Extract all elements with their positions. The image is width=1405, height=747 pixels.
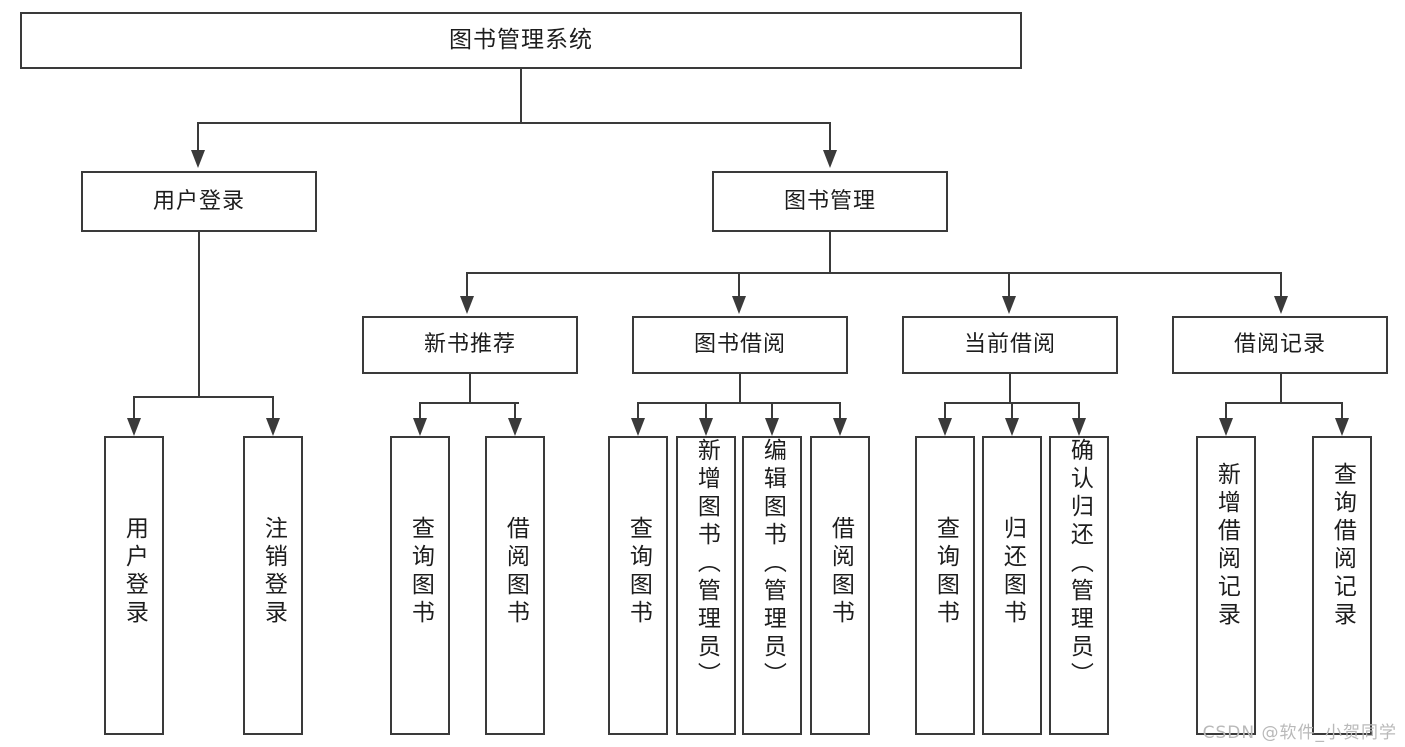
arrowhead-book-mgmt-to-new-books	[460, 296, 474, 314]
node-user-login[interactable]: 用户登录	[81, 171, 317, 232]
node-book-management[interactable]: 图书管理	[712, 171, 948, 232]
connector-book-mgmt-to-records	[1280, 272, 1282, 296]
node-book-borrowing[interactable]: 图书借阅	[632, 316, 848, 374]
leaf-query-books-borrowing[interactable]: 查询图书	[608, 436, 668, 735]
node-label: 查询图书	[932, 516, 959, 628]
connector-current-stem	[1009, 374, 1011, 402]
arrowhead-user-login-to-leaf-2	[266, 418, 280, 436]
node-borrow-records[interactable]: 借阅记录	[1172, 316, 1388, 374]
arrowhead-new-books-to-leaf-4	[508, 418, 522, 436]
arrowhead-borrow-to-leaf-6	[699, 418, 713, 436]
connector-book-mgmt-stem	[829, 232, 831, 272]
arrowhead-borrow-to-leaf-8	[833, 418, 847, 436]
arrowhead-book-mgmt-to-records	[1274, 296, 1288, 314]
node-label: 用户登录	[152, 188, 245, 214]
node-label: 图书管理	[783, 188, 876, 214]
connector-borrow-to-leaf-6	[705, 402, 707, 418]
node-label: 用户登录	[121, 516, 148, 628]
connector-book-mgmt-to-borrow	[738, 272, 740, 296]
connector-current-to-leaf-10	[1011, 402, 1013, 418]
arrowhead-book-mgmt-to-current	[1002, 296, 1016, 314]
node-label: 归还图书	[999, 516, 1026, 628]
node-label: 查询图书	[625, 516, 652, 628]
connector-root-stem	[520, 69, 522, 122]
connector-new-books-stem	[469, 374, 471, 402]
node-label: 图书管理系统	[449, 27, 593, 54]
connector-user-login-to-leaf-2	[272, 396, 274, 418]
node-current-borrowing[interactable]: 当前借阅	[902, 316, 1118, 374]
leaf-user-login[interactable]: 用户登录	[104, 436, 164, 735]
arrowhead-root-to-book-mgmt	[823, 150, 837, 168]
arrowhead-records-to-leaf-12	[1219, 418, 1233, 436]
leaf-borrow-books-borrowing[interactable]: 借阅图书	[810, 436, 870, 735]
leaf-confirm-return-admin[interactable]: 确认归还（管理员）	[1049, 436, 1109, 735]
node-label: 借阅图书	[502, 516, 529, 628]
node-root-library-system[interactable]: 图书管理系统	[20, 12, 1022, 69]
connector-borrow-bus	[637, 402, 840, 404]
csdn-watermark: CSDN @软件_小贺同学	[1202, 723, 1397, 743]
arrowhead-root-to-user-login	[191, 150, 205, 168]
connector-borrow-to-leaf-7	[771, 402, 773, 418]
connector-new-books-bus	[419, 402, 519, 404]
node-label: 注销登录	[260, 516, 287, 628]
connector-new-books-to-leaf-3	[419, 402, 421, 418]
connector-root-to-book-mgmt	[829, 122, 831, 150]
connector-current-to-leaf-11	[1078, 402, 1080, 418]
arrowhead-book-mgmt-to-borrow	[732, 296, 746, 314]
leaf-query-books-current[interactable]: 查询图书	[915, 436, 975, 735]
connector-current-to-leaf-9	[944, 402, 946, 418]
node-label: 确认归还（管理员）	[1066, 438, 1093, 690]
connector-borrow-to-leaf-8	[839, 402, 841, 418]
arrowhead-borrow-to-leaf-7	[765, 418, 779, 436]
leaf-add-borrow-record[interactable]: 新增借阅记录	[1196, 436, 1256, 735]
connector-root-to-user-login	[197, 122, 199, 150]
arrowhead-borrow-to-leaf-5	[631, 418, 645, 436]
leaf-logout[interactable]: 注销登录	[243, 436, 303, 735]
connector-records-bus	[1225, 402, 1342, 404]
connector-user-login-stem	[198, 232, 200, 396]
leaf-borrow-books-recommendation[interactable]: 借阅图书	[485, 436, 545, 735]
arrowhead-current-to-leaf-11	[1072, 418, 1086, 436]
connector-records-stem	[1280, 374, 1282, 402]
arrowhead-records-to-leaf-13	[1335, 418, 1349, 436]
node-label: 当前借阅	[963, 332, 1056, 358]
connector-user-login-to-leaf-1	[133, 396, 135, 418]
connector-book-mgmt-to-current	[1008, 272, 1010, 296]
leaf-add-book-admin[interactable]: 新增图书（管理员）	[676, 436, 736, 735]
connector-book-mgmt-bus	[466, 272, 1280, 274]
node-new-book-recommendation[interactable]: 新书推荐	[362, 316, 578, 374]
connector-borrow-to-leaf-5	[637, 402, 639, 418]
arrowhead-new-books-to-leaf-3	[413, 418, 427, 436]
leaf-query-borrow-record[interactable]: 查询借阅记录	[1312, 436, 1372, 735]
connector-root-bus	[197, 122, 830, 124]
node-label: 查询图书	[407, 516, 434, 628]
node-label: 新书推荐	[423, 332, 516, 358]
node-label: 新增图书（管理员）	[693, 438, 720, 690]
arrowhead-current-to-leaf-9	[938, 418, 952, 436]
node-label: 新增借阅记录	[1213, 462, 1240, 630]
leaf-query-books-recommendation[interactable]: 查询图书	[390, 436, 450, 735]
connector-new-books-to-leaf-4	[514, 402, 516, 418]
node-label: 图书借阅	[693, 332, 786, 358]
arrowhead-current-to-leaf-10	[1005, 418, 1019, 436]
arrowhead-user-login-to-leaf-1	[127, 418, 141, 436]
connector-user-login-bus	[133, 396, 272, 398]
leaf-return-books[interactable]: 归还图书	[982, 436, 1042, 735]
connector-records-to-leaf-13	[1341, 402, 1343, 418]
node-label: 编辑图书（管理员）	[759, 438, 786, 690]
connector-borrow-stem	[739, 374, 741, 402]
connector-book-mgmt-to-new-books	[466, 272, 468, 296]
node-label: 借阅记录	[1233, 332, 1326, 358]
leaf-edit-book-admin[interactable]: 编辑图书（管理员）	[742, 436, 802, 735]
node-label: 借阅图书	[827, 516, 854, 628]
node-label: 查询借阅记录	[1329, 462, 1356, 630]
connector-records-to-leaf-12	[1225, 402, 1227, 418]
